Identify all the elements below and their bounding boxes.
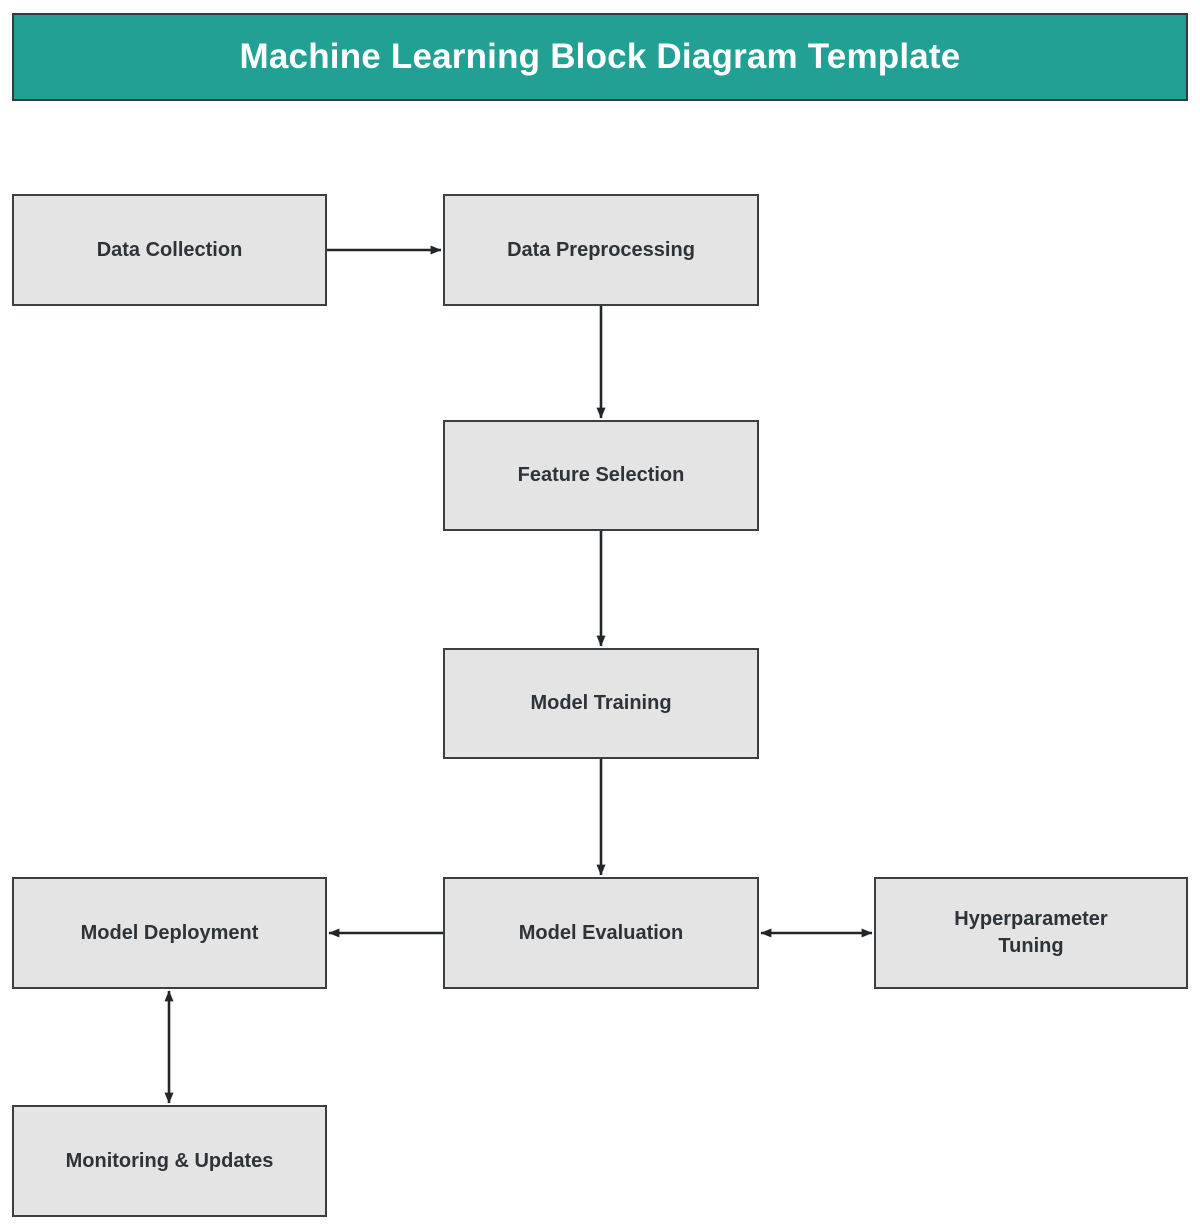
block-label: Data Collection [96, 238, 243, 261]
diagram-title-banner: Machine Learning Block Diagram Template [12, 13, 1188, 101]
block-label: Feature Selection [517, 464, 685, 486]
block-label: Hyperparameter Tuning [954, 908, 1108, 957]
block-data-preprocessing[interactable]: Data Preprocessing [443, 194, 759, 306]
block-hyperparameter-tuning[interactable]: Hyperparameter Tuning [874, 877, 1188, 989]
block-label: Monitoring & Updates [65, 1149, 274, 1172]
block-data-collection[interactable]: Data Collection [12, 194, 327, 306]
block-label: Data Preprocessing [507, 238, 695, 261]
block-monitoring-updates[interactable]: Monitoring & Updates [12, 1105, 327, 1217]
block-label: Model Evaluation [518, 921, 684, 944]
block-model-evaluation[interactable]: Model Evaluation [443, 877, 759, 989]
page-title: Machine Learning Block Diagram Template [239, 36, 961, 76]
block-label: Model Deployment [80, 921, 259, 944]
block-model-deployment[interactable]: Model Deployment [12, 877, 327, 989]
block-model-training[interactable]: Model Training [443, 648, 759, 759]
block-label: Model Training [530, 692, 672, 714]
block-feature-selection[interactable]: Feature Selection [443, 420, 759, 531]
